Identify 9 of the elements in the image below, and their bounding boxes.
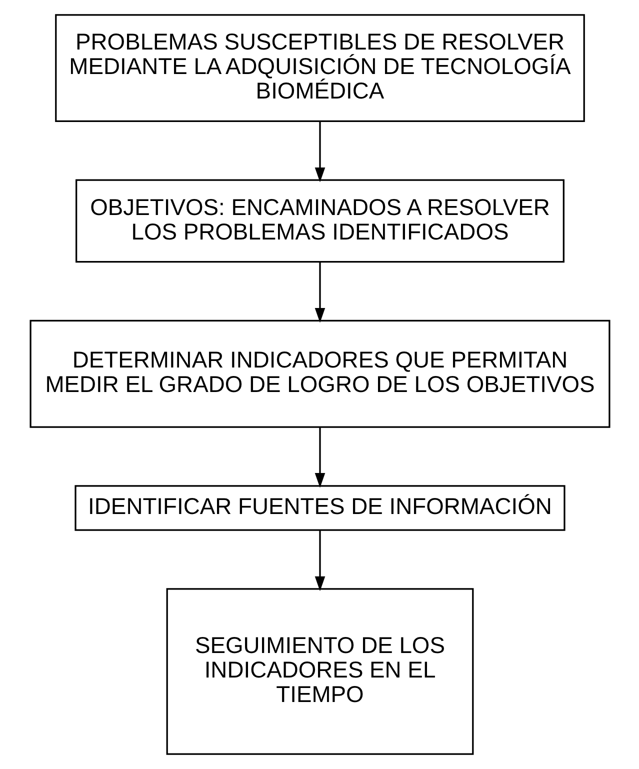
arrow [314, 530, 325, 592]
node-box: SEGUIMIENTO DE LOS INDICADORES EN EL TIEMPO [166, 588, 474, 755]
arrow [314, 262, 325, 323]
node-box: IDENTIFICAR FUENTES DE INFORMACIÓN [74, 485, 565, 531]
node-box: DETERMINAR INDICADORES QUE PERMITAN MEDIR EL GRADO DE LOGRO DE LOS OBJETIVOS [29, 320, 610, 428]
node-box: PROBLEMAS SUSCEPTIBLES DE RESOLVER MEDIANTE LA ADQUISICIÓN DE TECNOLOGÍA BIOMÉDICA [54, 14, 584, 122]
arrow [314, 122, 325, 182]
arrow [314, 427, 325, 488]
node-box: OBJETIVOS: ENCAMINADOS A RESOLVER LOS PROBLEMAS IDENTIFICADOS [75, 179, 564, 263]
